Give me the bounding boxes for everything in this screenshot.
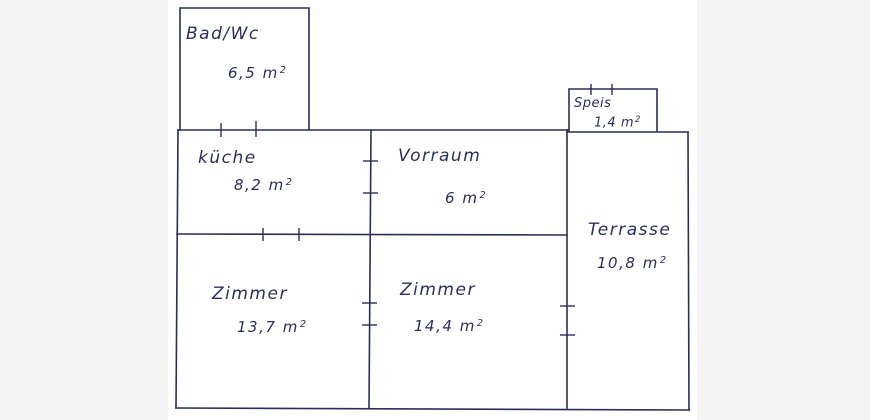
room-name-bad: Bad/Wc — [186, 24, 260, 44]
wall-divider-1 — [368, 129, 372, 409]
room-area-zimmer-2: 14,4 m2 — [414, 317, 485, 335]
room-area-zimmer-1: 13,7 m2 — [237, 318, 308, 336]
room-name-speis: Speis — [574, 96, 612, 111]
room-name-vorraum: Vorraum — [398, 146, 482, 166]
right-margin — [697, 0, 870, 420]
wall-bottom — [175, 407, 690, 411]
wall-middle — [176, 233, 568, 236]
room-area-speis: 1,4 m2 — [594, 114, 641, 131]
room-name-zimmer-2: Zimmer — [400, 280, 476, 300]
wall-bad — [179, 7, 310, 131]
room-area-bad: 6,5 m2 — [228, 64, 288, 82]
left-margin — [0, 0, 168, 420]
room-area-vorraum: 6 m2 — [445, 189, 488, 207]
wall-left — [175, 129, 179, 409]
room-name-terrasse: Terrasse — [588, 220, 672, 240]
wall-right — [687, 131, 690, 411]
wall-speis — [568, 88, 658, 132]
room-area-terrasse: 10,8 m2 — [597, 254, 668, 272]
room-area-kueche: 8,2 m2 — [234, 176, 294, 194]
room-name-zimmer-1: Zimmer — [212, 284, 288, 304]
paper-sheet — [168, 0, 697, 420]
room-name-kueche: küche — [198, 148, 257, 168]
